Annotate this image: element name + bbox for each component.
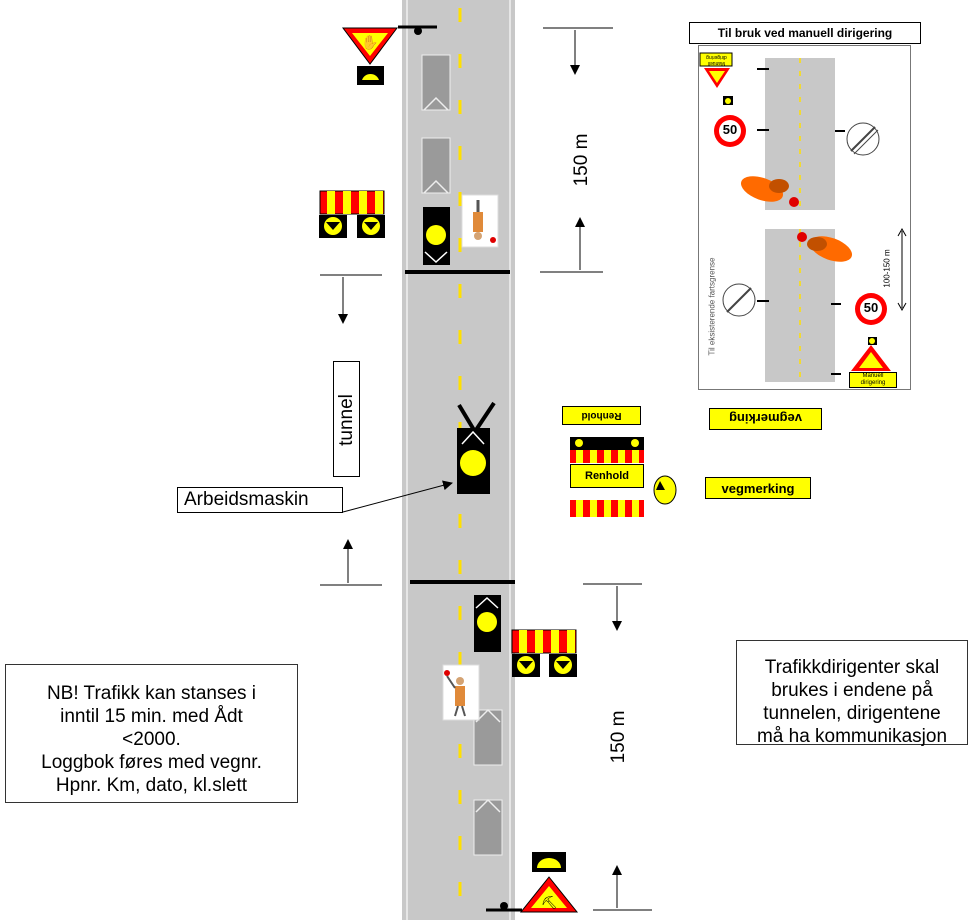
top-barrier-post (398, 25, 437, 35)
machine-label: Arbeidsmaskin (177, 487, 343, 513)
guide-vehicle-bottom (474, 595, 501, 652)
flagger-bottom (442, 664, 480, 721)
dirigent-note-line: Trafikkdirigenter skal (764, 657, 940, 678)
renhold-label: Renhold (570, 464, 644, 488)
inset-canvas (699, 52, 907, 382)
nb-note-line: NB! Trafikk kan stanses i (46, 683, 257, 704)
vegmerking-label: vegmerking (705, 477, 811, 499)
tunnel-extent-marker (320, 274, 382, 586)
work-machine (457, 401, 496, 494)
tunnel-label: tunnel (336, 394, 357, 446)
nb-note-line: <2000. (122, 729, 181, 750)
dirigent-note: Trafikkdirigenter skal brukes i endene p… (736, 640, 968, 747)
nb-note: NB! Trafikk kan stanses i inntil 15 min.… (5, 664, 298, 803)
dirigent-note-line: tunnelen, dirigentene (763, 703, 941, 724)
barrier-board-bottom (511, 629, 577, 677)
bottom-barrier-post (486, 902, 522, 912)
renhold-label-flipped: Renhold (562, 406, 641, 425)
inset-speed-limit-bottom: 50 (863, 300, 879, 315)
inset-manual-sign-line: Manuell (862, 373, 884, 379)
inset-manual-sign: Manuell dirigering (849, 372, 897, 388)
inset-manual-sign-flipped: Manuell dirigering (706, 54, 727, 66)
manual-direction-inset: 50 50 Manuell dirigering Manuell diriger… (698, 45, 911, 390)
machine-pointer (342, 480, 453, 513)
queued-vehicle (421, 54, 451, 111)
amber-light (653, 475, 677, 505)
nb-note-line: Loggbok føres med vegnr. (41, 752, 262, 773)
flagger-top (461, 194, 499, 248)
inset-speed-limit-top: 50 (722, 122, 738, 137)
tunnel-label-box: tunnel (333, 361, 360, 477)
dirigent-note-line: må ha kommunikasjon (756, 726, 948, 747)
svg-text:✋: ✋ (361, 34, 378, 50)
inset-manual-sign-line: dirigering (860, 380, 886, 386)
manual-traffic-warning-sign-top: ✋ (342, 27, 398, 85)
queued-vehicle (473, 798, 503, 856)
svg-text:⛏: ⛏ (541, 895, 558, 910)
dirigent-note-line: brukes i endene på (771, 680, 933, 701)
nb-note-line: Hpnr. Km, dato, kl.slett (55, 775, 248, 796)
top-dimension-marker (540, 27, 613, 273)
barrier-board-top (319, 190, 385, 238)
nb-note-line: inntil 15 min. med Ådt (60, 706, 243, 727)
inset-vertical-text: Til eksisterende fartsgrense (707, 257, 717, 356)
top-distance-label: 150 m (571, 133, 592, 187)
roadwork-warning-sign-bottom: ⛏ (519, 852, 579, 913)
inset-title: Til bruk ved manuell dirigering (689, 22, 921, 44)
bottom-distance-label: 150 m (608, 710, 629, 764)
bottom-dimension-marker (583, 583, 652, 911)
queued-vehicle (421, 137, 451, 194)
renhold-vehicle-sign (570, 437, 644, 517)
vegmerking-label-flipped: vegmerking (709, 408, 822, 430)
inset-side-distance: 100-150 m (882, 249, 892, 288)
guide-vehicle-top (423, 207, 450, 265)
